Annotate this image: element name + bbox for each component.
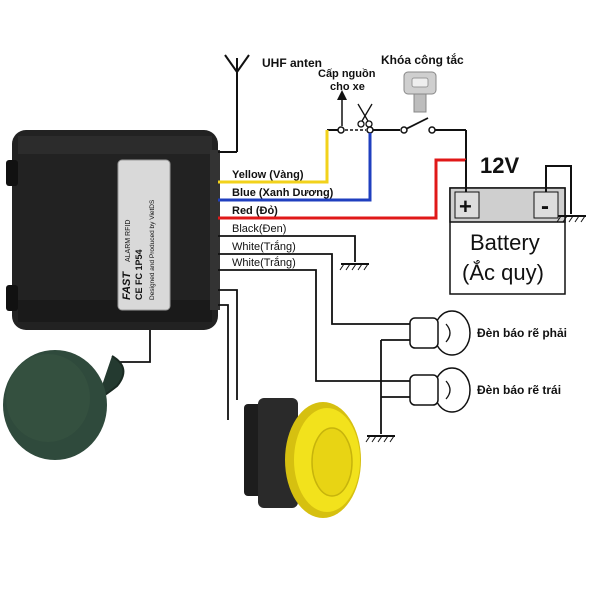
wire-yellow [218, 130, 329, 184]
key-icon [403, 71, 437, 113]
module-label-sticker: FAST ALARM RFID CE FC 1P54 Designed and … [117, 159, 171, 311]
alarm-module: FAST ALARM RFID CE FC 1P54 Designed and … [6, 130, 220, 330]
power-cut-label-2: cho xe [330, 81, 365, 93]
wire-red [218, 158, 466, 220]
module-brand: FAST [121, 271, 133, 300]
antenna-label: UHF anten [262, 56, 322, 70]
accessory-wires [118, 289, 238, 420]
battery-voltage: 12V [480, 153, 519, 178]
battery-label: Battery [470, 230, 540, 255]
module-line2: Designed and Produced by VietDS [149, 199, 156, 300]
lamp-right-label: Đèn báo rẽ phải [477, 326, 567, 340]
siren [244, 398, 361, 518]
wire-blue [218, 133, 372, 202]
key-switch-label: Khóa công tắc [381, 52, 464, 67]
wire-black [218, 235, 369, 271]
lamp-left-label: Đèn báo rẽ trái [477, 383, 561, 397]
wire-white-2 [218, 269, 410, 382]
battery [449, 160, 586, 295]
power-cut-label-1: Cấp nguồn [318, 68, 376, 80]
sensor-disc [3, 350, 125, 460]
wire-white-1 [218, 253, 410, 325]
wire-yellow-label: Yellow (Vàng) [232, 169, 304, 181]
battery-label-vn: (Ắc quy) [462, 260, 544, 285]
battery-plus: + [459, 194, 472, 219]
wire-white-2-label: White(Trắng) [232, 256, 296, 269]
scissors-icon [357, 103, 373, 128]
wire-black-label: Black(Đen) [232, 223, 286, 235]
module-line1: ALARM RFID [125, 220, 132, 262]
antenna [218, 54, 250, 153]
wire-blue-label: Blue (Xanh Dương) [232, 187, 334, 199]
battery-minus: - [541, 193, 549, 220]
wire-white-1-label: White(Trắng) [232, 240, 296, 253]
switch-contacts [327, 117, 467, 160]
lamp-left [381, 367, 471, 413]
power-cut-arrow [337, 90, 347, 126]
lamp-right [381, 310, 471, 356]
wire-red-label: Red (Đỏ) [232, 205, 278, 217]
module-line3: CE FC 1P54 [134, 249, 144, 300]
lamp-ground [365, 340, 395, 443]
